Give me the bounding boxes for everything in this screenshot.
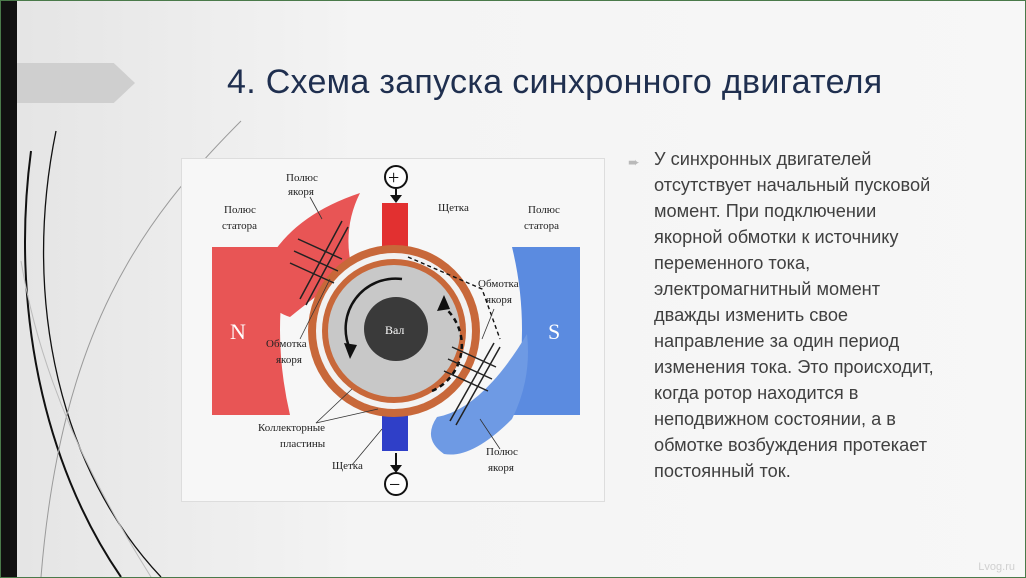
winding-left: [289, 220, 349, 306]
armature-pole-top: [260, 193, 360, 317]
slide-body-text: У синхронных двигателей отсутствует нача…: [654, 149, 934, 481]
svg-text:Полюс: Полюс: [528, 204, 560, 216]
stator-pole-south: [512, 247, 580, 415]
brush-top: [382, 203, 408, 253]
svg-text:+: +: [388, 167, 399, 189]
watermark: Lvog.ru: [978, 561, 1015, 573]
bullet-arrow-icon: ➨: [628, 154, 640, 170]
svg-text:Обмотка: Обмотка: [478, 278, 519, 290]
armature-pole-bottom: [430, 334, 528, 455]
slide-title: 4. Схема запуска синхронного двигателя: [227, 63, 883, 101]
shaft: [364, 297, 428, 361]
svg-text:Полюс: Полюс: [286, 172, 318, 184]
winding-right: [443, 342, 501, 426]
svg-text:Полюс: Полюс: [486, 446, 518, 458]
svg-text:пластины: пластины: [280, 438, 326, 450]
left-accent-bar: [1, 1, 17, 577]
north-label: N: [230, 319, 246, 344]
svg-text:статора: статора: [222, 220, 257, 232]
plus-terminal: [384, 165, 408, 189]
title-arrow-tab: [17, 63, 135, 103]
svg-text:якоря: якоря: [488, 462, 514, 474]
svg-text:якоря: якоря: [486, 294, 512, 306]
minus-terminal: [384, 472, 408, 496]
svg-text:Щетка: Щетка: [332, 460, 363, 472]
svg-text:статора: статора: [524, 220, 559, 232]
svg-text:якоря: якоря: [276, 354, 302, 366]
svg-text:−: −: [389, 474, 400, 496]
svg-text:Щетка: Щетка: [438, 202, 469, 214]
south-label: S: [548, 319, 560, 344]
shaft-label: Вал: [385, 323, 404, 337]
svg-text:Полюс: Полюс: [224, 204, 256, 216]
svg-text:Обмотка: Обмотка: [266, 338, 307, 350]
motor-diagram: N S Вал: [181, 158, 605, 502]
svg-text:Коллекторные: Коллекторные: [258, 422, 325, 434]
svg-text:якоря: якоря: [288, 186, 314, 198]
